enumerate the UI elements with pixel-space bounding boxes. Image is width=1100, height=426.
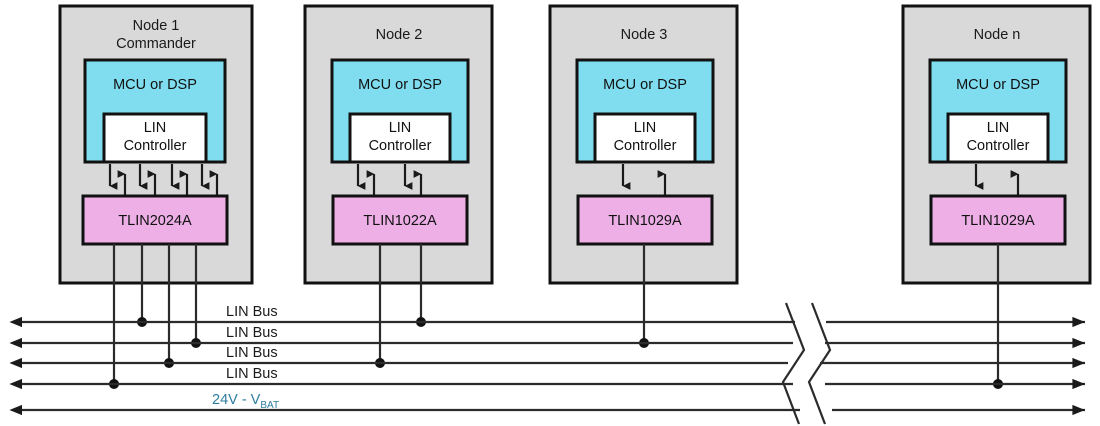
- node-1-title-line2: Commander: [116, 36, 196, 52]
- node-1-group[interactable]: Node 1 Commander MCU or DSP LIN Controll…: [58, 4, 254, 389]
- node-n-lin-controller-label-line2: Controller: [967, 138, 1030, 154]
- node-n-lin-controller-box[interactable]: [946, 112, 1050, 164]
- node-n-group[interactable]: Node n MCU or DSP LIN Controller TLIN102…: [901, 4, 1092, 389]
- node-1-transceiver-label: TLIN2024A: [118, 213, 192, 229]
- bus-power-label: 24V - VBAT: [212, 392, 279, 411]
- node-n-transceiver-box[interactable]: [929, 194, 1067, 246]
- node-1-lin-controller-label-line2: Controller: [124, 138, 187, 154]
- node-2-lin-controller-label-line2: Controller: [369, 138, 432, 154]
- bus-labels: LIN Bus LIN Bus LIN Bus LIN Bus 24V - VB…: [212, 304, 279, 411]
- node-1-channel-arrows: [108, 164, 219, 196]
- node-n-title-line1: Node n: [974, 27, 1021, 43]
- bus-lines[interactable]: [9, 316, 1085, 416]
- bus-break-zigzag: [781, 302, 832, 425]
- bus-1-label: LIN Bus: [226, 304, 278, 320]
- node-3-transceiver-label: TLIN1029A: [608, 213, 682, 229]
- bus-break-zigzag-left: [781, 302, 806, 425]
- node-n-lin-controller-label-line1: LIN: [987, 120, 1010, 136]
- node-2-lin-controller-label-line1: LIN: [389, 120, 412, 136]
- node-3-lin-controller-label-line1: LIN: [634, 120, 657, 136]
- node-1-lin-controller-label-line1: LIN: [144, 120, 167, 136]
- node-2-transceiver-box[interactable]: [331, 194, 469, 246]
- node-2-group[interactable]: Node 2 MCU or DSP LIN Controller TLIN102…: [303, 4, 494, 368]
- node-3-channel-arrows: [621, 164, 667, 196]
- node-2-mcu-label: MCU or DSP: [358, 77, 442, 93]
- node-2-title-line1: Node 2: [376, 27, 423, 43]
- node-3-group[interactable]: Node 3 MCU or DSP LIN Controller TLIN102…: [548, 4, 739, 348]
- bus-break-zigzag-right: [807, 302, 832, 425]
- node-1-transceiver-box[interactable]: [81, 194, 229, 246]
- node-1-title-line1: Node 1: [133, 18, 180, 34]
- node-1-mcu-label: MCU or DSP: [113, 77, 197, 93]
- bus-3-label: LIN Bus: [226, 345, 278, 361]
- bus-4-label: LIN Bus: [226, 366, 278, 382]
- node-n-mcu-label: MCU or DSP: [956, 77, 1040, 93]
- bus-power-label-subscript: BAT: [260, 400, 279, 411]
- node-2-lin-controller-box[interactable]: [348, 112, 452, 164]
- node-1-junction-dots: [109, 317, 201, 389]
- node-3-lin-controller-box[interactable]: [593, 112, 697, 164]
- node-3-mcu-label: MCU or DSP: [603, 77, 687, 93]
- node-1-lin-controller-box[interactable]: [102, 112, 208, 164]
- node-3-lin-controller-label-line2: Controller: [614, 138, 677, 154]
- node-n-transceiver-label: TLIN1029A: [961, 213, 1035, 229]
- node-2-transceiver-label: TLIN1022A: [363, 213, 437, 229]
- node-3-title-line1: Node 3: [621, 27, 668, 43]
- bus-2-label: LIN Bus: [226, 325, 278, 341]
- bus-power-label-main: 24V - V: [212, 392, 261, 408]
- node-n-channel-arrows: [974, 164, 1020, 196]
- node-2-channel-arrows: [356, 164, 423, 196]
- node-3-transceiver-box[interactable]: [576, 194, 714, 246]
